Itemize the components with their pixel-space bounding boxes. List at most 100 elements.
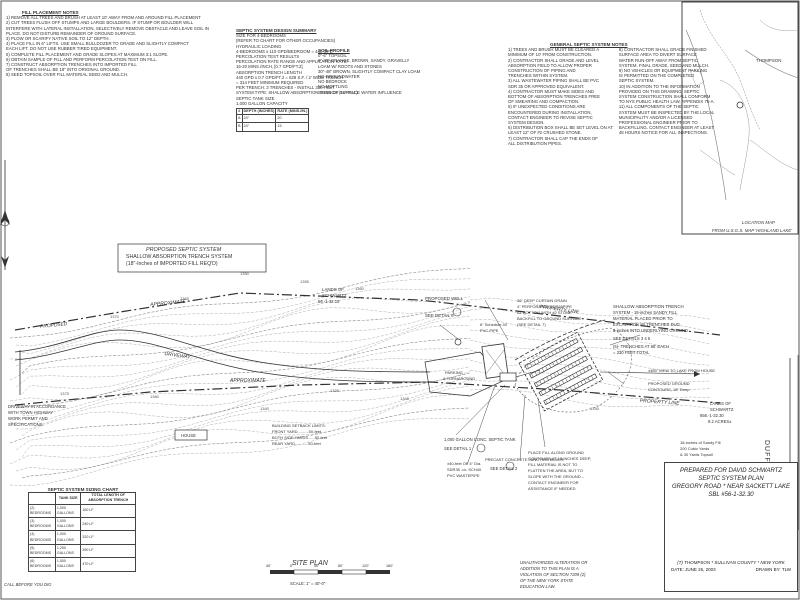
trench-hatch bbox=[560, 369, 563, 373]
label-driveway-note2: WITH TOWN HIGHWAY bbox=[8, 410, 54, 415]
note-line: 6) OBTAIN SAMPLE OF FILL AND PERFORM PER… bbox=[6, 56, 158, 62]
contour-line bbox=[21, 302, 471, 374]
label-view-to-lake: ±450' VIEW TO LAKE FROM HOUSE bbox=[648, 368, 716, 373]
note-line: MUNICIPALITY AND/OR A LICENSED bbox=[618, 114, 693, 120]
note-line: PERCOLATION RATE RANGE AND APPLICATION R… bbox=[236, 59, 348, 65]
note-line: 2) CUT TREES FLUSH OFF STUMPS AND LARGE … bbox=[6, 20, 194, 26]
trench-hatch bbox=[580, 381, 583, 385]
note-line: CONSTRUCTION OF PIPING AND bbox=[508, 68, 576, 74]
existing-house bbox=[174, 429, 208, 441]
contour-line bbox=[15, 394, 471, 472]
note-line: 4) PLACE FILL IN 6" LIFTS. USE SMALL BUL… bbox=[6, 41, 189, 47]
note-line: BOTTOM OF ABSORPTION TRENCHES FREE bbox=[508, 94, 600, 100]
note-line: 1,000 GALLON CAPACITY bbox=[236, 100, 288, 106]
sizing-chart-title: SEPTIC SYSTEM SIZING CHART bbox=[47, 487, 119, 492]
note-line: 30"-48" BROWN, SLIGHTLY COMPACT CLAY LOA… bbox=[318, 68, 421, 74]
label-lands-of: LANDS OF bbox=[710, 401, 731, 406]
note-line: SURFACE AREA TO DIVERT SURFACE bbox=[618, 52, 697, 58]
trench-hatch bbox=[584, 379, 587, 384]
contour-line bbox=[469, 329, 711, 356]
label-see-detail-1: SEE DETAIL 1 bbox=[444, 446, 472, 451]
label-junction: PRECAST CONCRETE JUNCTION BOXES bbox=[485, 457, 564, 462]
trench-hatch bbox=[552, 362, 555, 366]
trench-hatch bbox=[577, 383, 580, 387]
table-cell: 24" bbox=[241, 122, 277, 132]
scale-tick-label: 80' bbox=[338, 564, 343, 568]
note-line: 8) SEED TOPSOIL OVER FILL MATERIAL SEED … bbox=[6, 72, 129, 78]
trench-hatch bbox=[577, 349, 580, 353]
label-pvc3: PVC WASTEPIPE bbox=[447, 473, 480, 478]
label-proposed-contours2: CONTOURS, 18" Deep bbox=[648, 387, 690, 392]
label-sbl-left: 56.-1-32.19 bbox=[318, 299, 340, 304]
label-place-fill6: CONTACT ENGINEER FOR bbox=[528, 480, 579, 485]
label-scale: SCALE: 1" = 40'-0" bbox=[290, 581, 326, 586]
trench-hatch bbox=[534, 371, 537, 376]
table-cell: 15 bbox=[275, 122, 310, 132]
label-location-map: LOCATION MAP bbox=[742, 220, 775, 225]
label-unauthorized5: EDUCATION LAW. bbox=[520, 584, 556, 589]
trench-hatch bbox=[587, 377, 590, 382]
general-notes-col1: 1) TREES AND BRUSH MUST BE CLEARED A MIN… bbox=[508, 47, 613, 146]
contour-line bbox=[9, 372, 471, 444]
trench-hatch bbox=[544, 389, 547, 394]
label-call-note: CALL BEFORE YOU DIG bbox=[4, 582, 52, 587]
label-place-fill5: SLOPE WITH THE GROUND... bbox=[528, 474, 584, 479]
note-line: OF TRENCHES SHALL BE 18" INTO ORIGINAL G… bbox=[6, 67, 121, 73]
note-line: PROVIDED ON THIS DRAWING, SEPTIC bbox=[618, 88, 700, 94]
contour-label: 1330 bbox=[590, 406, 600, 411]
note-line: CONTACT ENGINEER TO REVISE SEPTIC bbox=[508, 114, 593, 120]
contour-label: 1370 bbox=[110, 314, 120, 319]
contour-line bbox=[21, 348, 471, 417]
note-line: 3) ALL WASTEWATER PIPING SHALL BE PVC bbox=[508, 78, 599, 84]
absorption-trench bbox=[533, 355, 588, 388]
label-curtain-drain2: 4" PERFORATED SDR35PIPE bbox=[517, 304, 572, 309]
trench-hatch bbox=[566, 354, 569, 359]
note-line: INTERFERE WITH LATERAL INSTALLATION, SEL… bbox=[6, 25, 210, 31]
label-curtain-drain4: BACKFILL TO GROUND SURFACE bbox=[517, 316, 582, 321]
absorption-trench bbox=[529, 346, 584, 379]
note-line: TRENCHES WITHIN SYSTEM. bbox=[508, 73, 569, 79]
note-line: IS PERMITTED ON THE COMPLETED bbox=[618, 73, 695, 79]
note-line: 4-BEDROOMS x 110 GPD/BEDROOM = 440 GPD bbox=[236, 48, 333, 54]
contour-line bbox=[9, 418, 471, 486]
note-line: 1) TREES AND BRUSH MUST BE CLEARED A bbox=[508, 47, 600, 53]
trench-hatch bbox=[566, 388, 569, 393]
note-line: BACKFILLING. CONTACT ENGINEER AT LEAST bbox=[618, 125, 715, 131]
label-trenches: (5)- TRENCHES AT 66' EACH bbox=[613, 344, 669, 349]
trench-hatch bbox=[573, 384, 576, 389]
contour-label: 1345 bbox=[400, 396, 410, 401]
label-septic-tank: 1,000 GALLON CONC. SEPTIC TANK bbox=[444, 437, 516, 442]
table-header bbox=[28, 492, 56, 505]
contour-line bbox=[21, 288, 471, 354]
label-driveway-note3: WORK PERMIT AND bbox=[8, 416, 48, 421]
note-line: 1) REMOVE ALL TREES AND BRUSH AT LEAST 1… bbox=[6, 15, 201, 21]
note-line: 5) IF UNEXPECTED CONDITIONS ARE bbox=[508, 104, 586, 110]
trench-hatch bbox=[567, 365, 570, 370]
label-curtain-drain3: AT BOTTOM WITH #2 STONE bbox=[517, 310, 572, 315]
note-line: SIGNS OF SURFACE WATER INFLUENCE bbox=[318, 89, 402, 95]
prepared-for: PREPARED FOR DAVID SCHWARTZ bbox=[679, 468, 782, 474]
label-place-fill3: FILL MATERIAL IS NOT TO bbox=[528, 462, 578, 467]
note-line: NO GROUNDWATER bbox=[318, 74, 360, 80]
curtain-drain bbox=[514, 319, 606, 361]
table-cell: (4) BEDROOMS bbox=[28, 530, 56, 545]
note-line: MINIMUM OF 10' FROM CONSTRUCTION. bbox=[508, 52, 593, 58]
note-line: 7) CONSTRUCT ABSORPTION TRENCHES INTO IM… bbox=[6, 62, 137, 68]
note-line: PER TRENCH: 3 TRENCHES - INSTALL 330 FEE… bbox=[236, 85, 335, 91]
general-notes-title: GENERAL SEPTIC SYSTEM NOTES bbox=[550, 42, 628, 47]
note-line: 7) CONTRACTOR SHALL CAP THE ENDS OF bbox=[508, 135, 598, 141]
trench-hatch bbox=[550, 374, 553, 379]
label-rear-yard: REAR YARD............50-feet bbox=[272, 441, 321, 446]
note-line: ABSORPTION FIELD TO ALLOW PROPER bbox=[508, 62, 592, 68]
note-line: ALL DISTRIBUTION PIPES. bbox=[508, 140, 563, 146]
note-line: SYSTEM CONSTRUCTION SHALL CONFORM bbox=[618, 94, 711, 100]
note-line: ABSORPTION TRENCH LENGTH bbox=[236, 69, 302, 75]
note-line: HYDRAULIC LOADING bbox=[236, 43, 282, 49]
label-proposed-system-title: PROPOSED SEPTIC SYSTEM bbox=[146, 247, 222, 253]
trench-hatch bbox=[561, 379, 565, 384]
label-acres: 9.2 ACRES± bbox=[708, 419, 732, 424]
